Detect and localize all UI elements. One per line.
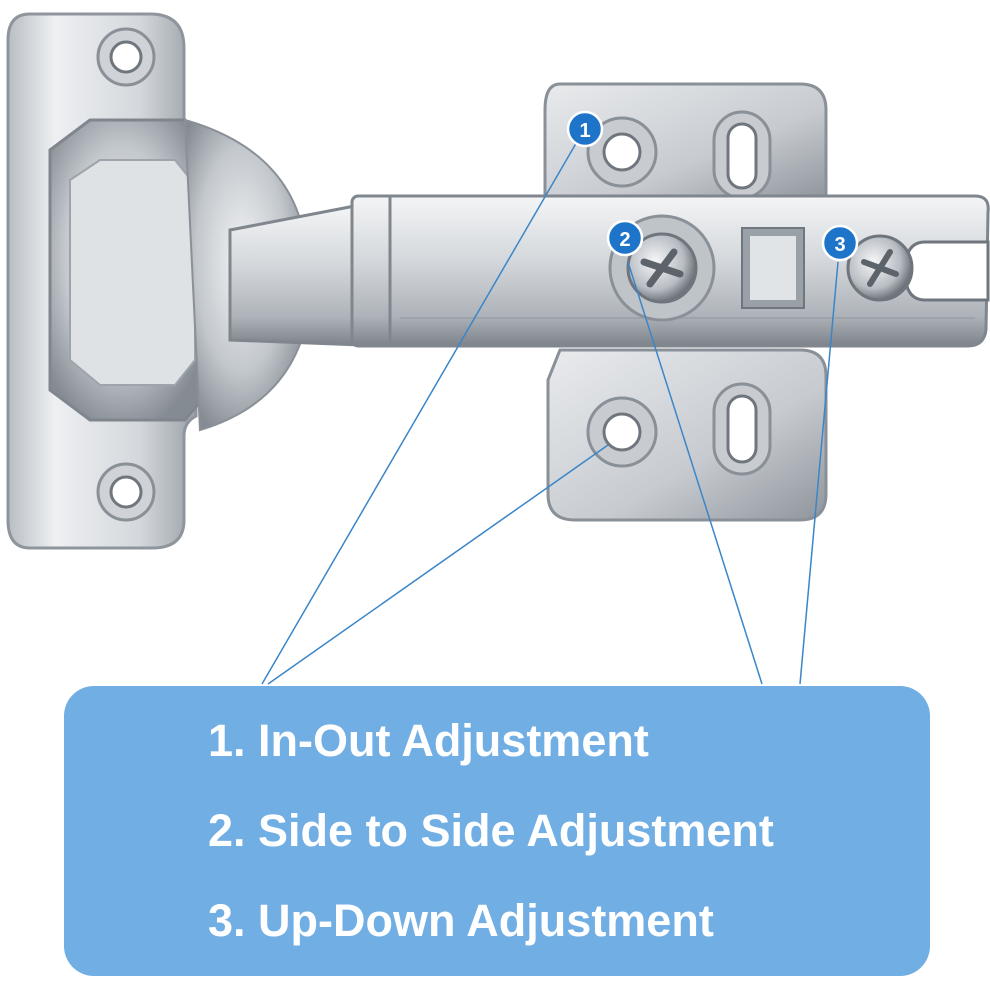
legend-item-up-down: 3. Up-Down Adjustment (208, 895, 714, 946)
badge-2: 2 (606, 219, 644, 257)
badge-1: 1 (566, 110, 604, 148)
badge-2-label: 2 (619, 229, 630, 251)
leader-lines (261, 139, 839, 685)
badge-1-label: 1 (579, 120, 590, 142)
cup-plate (6, 12, 312, 550)
legend-item-in-out: 1. In-Out Adjustment (208, 715, 649, 766)
badge-3: 3 (821, 224, 859, 262)
mounting-plate (543, 82, 828, 522)
badge-3-label: 3 (834, 234, 845, 256)
adjustment-legend: 1. In-Out Adjustment 2. Side to Side Adj… (64, 686, 930, 976)
legend-item-side-to-side: 2. Side to Side Adjustment (208, 805, 774, 856)
depth-adjust-screw (846, 234, 914, 302)
